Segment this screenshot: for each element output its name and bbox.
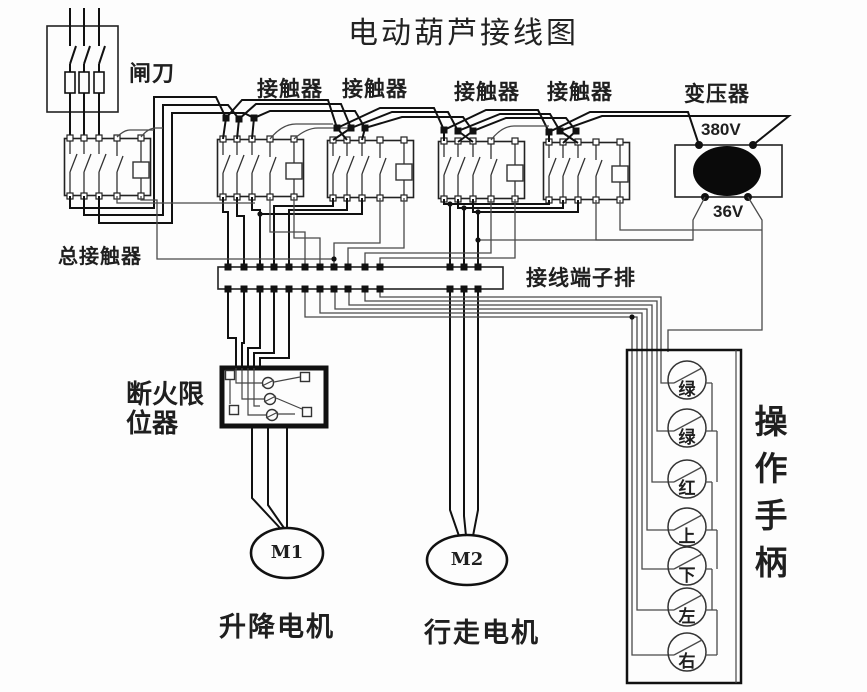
- transformer-symbol: [674, 141, 783, 201]
- button-left: 左: [678, 607, 696, 626]
- contactor-2-label: 接触器: [342, 78, 408, 101]
- contactor-3-label: 接触器: [454, 81, 520, 104]
- knife-switch-label: 闸刀: [129, 61, 176, 86]
- contactor-1-symbol: [216, 135, 305, 201]
- contactor-2-symbol: [326, 136, 415, 202]
- button-red: 红: [678, 479, 696, 498]
- transformer-label: 变压器: [684, 83, 750, 106]
- travel-motor-symbol: [425, 533, 509, 587]
- diagram-title: 电动葫芦接线图: [348, 17, 579, 50]
- fire-limit-switch-label: 断火限位器: [126, 379, 205, 438]
- hoist-motor-label: 升降电机: [219, 612, 335, 642]
- button-green-2: 绿: [678, 428, 696, 447]
- hoist-motor-id: M1: [270, 542, 304, 563]
- contactor-1-label: 接触器: [257, 78, 323, 101]
- travel-motor-label: 行走电机: [424, 618, 540, 648]
- secondary-voltage-label: 36V: [713, 202, 744, 221]
- main-contactor-symbol: [63, 134, 152, 200]
- junction-dots: [222, 114, 635, 320]
- terminal-strip-label: 接线端子排: [526, 267, 636, 290]
- contactor-3-symbol: [437, 137, 526, 203]
- travel-motor-id: M2: [450, 549, 484, 570]
- handle-box: [625, 348, 743, 685]
- handle-label: 操作手柄: [754, 403, 788, 581]
- contactor-4-label: 接触器: [547, 81, 613, 104]
- hoist-motor-symbol: [249, 526, 325, 580]
- button-right: 右: [678, 652, 696, 671]
- fire-limit-switch-symbol: [219, 365, 329, 429]
- knife-switch-symbol: [46, 8, 119, 138]
- button-green-1: 绿: [678, 380, 696, 399]
- button-down: 下: [678, 566, 696, 585]
- main-contactor-label: 总接触器: [58, 246, 142, 268]
- contactor-4-symbol: [542, 138, 631, 204]
- control-wires: [116, 123, 763, 656]
- button-up: 上: [678, 527, 696, 546]
- terminal-strip-symbol: [217, 263, 504, 293]
- primary-voltage-label: 380V: [701, 120, 741, 139]
